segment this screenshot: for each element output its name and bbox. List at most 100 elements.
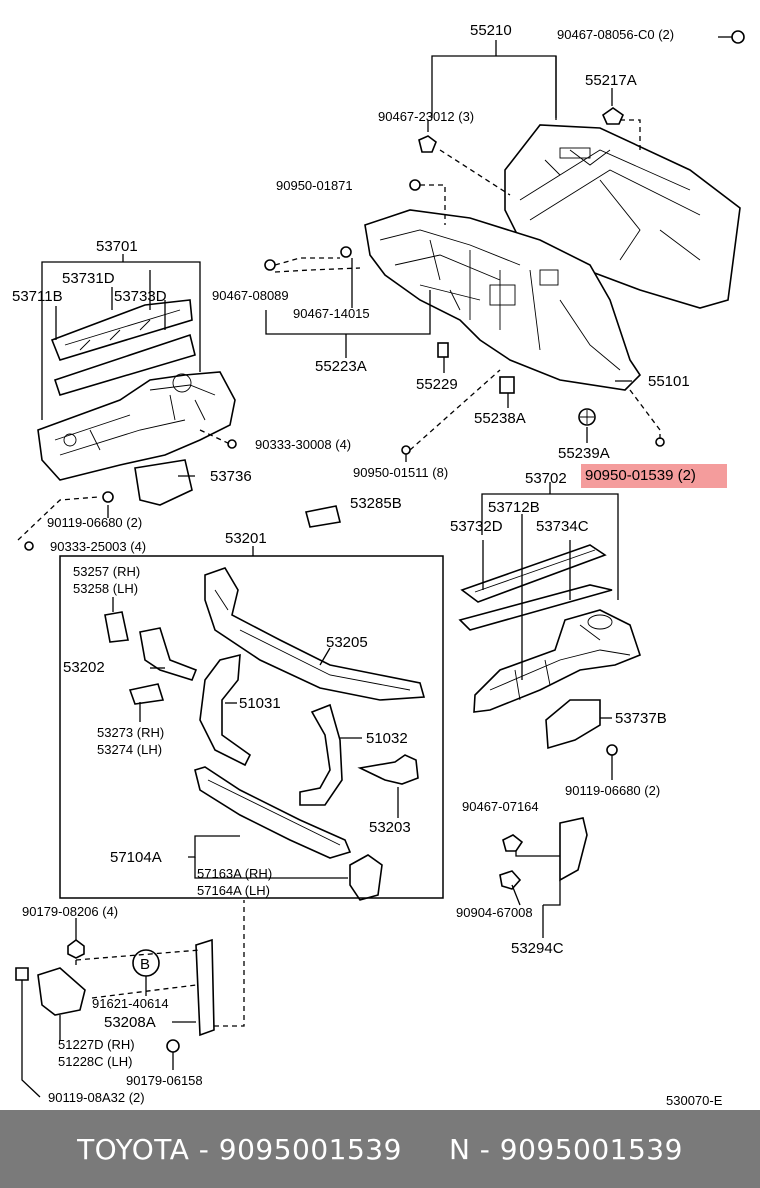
- highlighted-part-box: [581, 464, 727, 488]
- label-B: B: [140, 956, 150, 973]
- label-53737B: 53737B: [615, 710, 667, 727]
- footer-right: N - 9095001539: [448, 1132, 683, 1166]
- bracket-53736: [134, 459, 193, 506]
- grommet-90333-25003: [24, 541, 34, 551]
- label-90119-06680-left: 90119-06680 (2): [47, 515, 142, 530]
- label-51228C: 51228C (LH): [58, 1054, 132, 1069]
- footer-gap: [402, 1133, 449, 1166]
- bolt-90119-06680-left: [102, 491, 114, 503]
- grommet-90950-01511: [401, 445, 411, 455]
- label-90467-08089: 90467-08089: [212, 288, 289, 303]
- label-53711B: 53711B: [12, 288, 63, 305]
- label-53712B: 53712B: [488, 499, 540, 516]
- label-53731D: 53731D: [62, 270, 115, 287]
- label-90467-07164: 90467-07164: [462, 799, 539, 814]
- label-53274: 53274 (LH): [97, 742, 162, 757]
- nut-90179-06158: [166, 1039, 180, 1053]
- part-53202: [139, 627, 198, 681]
- label-90333-25003: 90333-25003 (4): [50, 539, 146, 554]
- part-53285B: [305, 505, 341, 528]
- part-53203: [357, 754, 419, 785]
- label-55238A: 55238A: [474, 410, 526, 427]
- nut-90179-08206: [67, 939, 85, 959]
- part-51227D: [37, 967, 86, 1016]
- bolt-90119-08A32: [15, 967, 29, 981]
- label-53205: 53205: [326, 634, 368, 651]
- label-91621-40614: 91621-40614: [92, 996, 169, 1011]
- grommet-90333-30008: [227, 439, 237, 449]
- label-90119-06680-right: 90119-06680 (2): [565, 783, 660, 798]
- label-57164A: 57164A (LH): [197, 883, 270, 898]
- label-53736: 53736: [210, 468, 252, 485]
- grommet-90950-01539: [655, 437, 665, 447]
- label-55210: 55210: [470, 22, 512, 39]
- label-53702: 53702: [525, 470, 567, 487]
- bracket-55238A: [499, 376, 515, 394]
- part-53257-bracket: [104, 611, 129, 643]
- label-90467-14015: 90467-14015: [293, 306, 370, 321]
- part-53208A: [195, 938, 215, 1037]
- label-90467-23012: 90467-23012 (3): [378, 109, 474, 124]
- label-55239A: 55239A: [558, 445, 610, 462]
- label-90179-08206: 90179-08206 (4): [22, 904, 118, 919]
- plug-55239A: [578, 408, 596, 426]
- part-57163A-bracket: [349, 854, 383, 901]
- label-90904-67008: 90904-67008: [456, 905, 533, 920]
- label-53208A: 53208A: [104, 1014, 156, 1031]
- label-90179-06158: 90179-06158: [126, 1073, 203, 1088]
- clip-90467-14015: [340, 246, 352, 258]
- leader-lines: [17, 36, 732, 1098]
- callout-labels: 55210 90467-08056-C0 (2) 55217A 90467-23…: [12, 22, 723, 1108]
- label-53273: 53273 (RH): [97, 725, 164, 740]
- label-53701: 53701: [96, 238, 138, 255]
- label-90333-30008: 90333-30008 (4): [255, 437, 351, 452]
- label-55229: 55229: [416, 376, 458, 393]
- part-53701-apron-assembly-lh: [37, 299, 236, 481]
- label-53258: 53258 (LH): [73, 581, 138, 596]
- part-51031: [199, 653, 252, 767]
- clip-90467-07164: [502, 834, 524, 852]
- part-57104A-lower-support: [194, 766, 352, 859]
- label-53734C: 53734C: [536, 518, 589, 535]
- part-55101-dash-panel: [364, 209, 642, 391]
- label-57163A: 57163A (RH): [197, 866, 272, 881]
- label-57104A: 57104A: [110, 849, 162, 866]
- footer-left: TOYOTA - 9095001539: [77, 1132, 402, 1166]
- label-55101: 55101: [648, 373, 690, 390]
- bracket-53737B: [545, 699, 601, 750]
- part-53205-radiator-support-upper: [204, 567, 426, 701]
- label-51227D: 51227D (RH): [58, 1037, 135, 1052]
- label-51032: 51032: [366, 730, 408, 747]
- label-53285B: 53285B: [350, 495, 402, 512]
- label-90950-01871: 90950-01871: [276, 178, 353, 193]
- label-90950-01511: 90950-01511 (8): [353, 465, 448, 480]
- label-53294C: 53294C: [511, 940, 564, 957]
- label-53257: 53257 (RH): [73, 564, 140, 579]
- label-51031: 51031: [239, 695, 281, 712]
- part-53294C-bracket: [559, 817, 588, 882]
- label-diagram-number: 530070-E: [666, 1093, 723, 1108]
- label-53201: 53201: [225, 530, 267, 547]
- part-53702-apron-assembly-rh: [458, 544, 641, 713]
- grommet-90950-01871: [409, 179, 421, 191]
- clip-55217A: [602, 107, 624, 125]
- clip-90467-23012: [418, 135, 437, 153]
- label-53203: 53203: [369, 819, 411, 836]
- label-55217A: 55217A: [585, 72, 637, 89]
- clip-90467-08089: [264, 259, 276, 271]
- bracket-55229: [437, 342, 449, 358]
- parts-diagram: 55210 90467-08056-C0 (2) 55217A 90467-23…: [12, 22, 745, 1108]
- clip-90904-67008: [499, 870, 522, 890]
- highlighted-part-label: 90950-01539 (2): [585, 467, 696, 484]
- bolt-90119-06680-right: [606, 744, 618, 756]
- part-number-footer: TOYOTA - 9095001539 N - 9095001539: [0, 1110, 760, 1188]
- label-53202: 53202: [63, 659, 105, 676]
- label-90467-08056: 90467-08056-C0 (2): [557, 27, 674, 42]
- label-55223A: 55223A: [315, 358, 367, 375]
- clip-90467-08056: [731, 30, 745, 44]
- part-53273-bracket: [128, 683, 165, 705]
- label-90119-08A32: 90119-08A32 (2): [48, 1090, 145, 1105]
- part-51032: [299, 703, 343, 806]
- label-53732D: 53732D: [450, 518, 503, 535]
- label-53733D: 53733D: [114, 288, 167, 305]
